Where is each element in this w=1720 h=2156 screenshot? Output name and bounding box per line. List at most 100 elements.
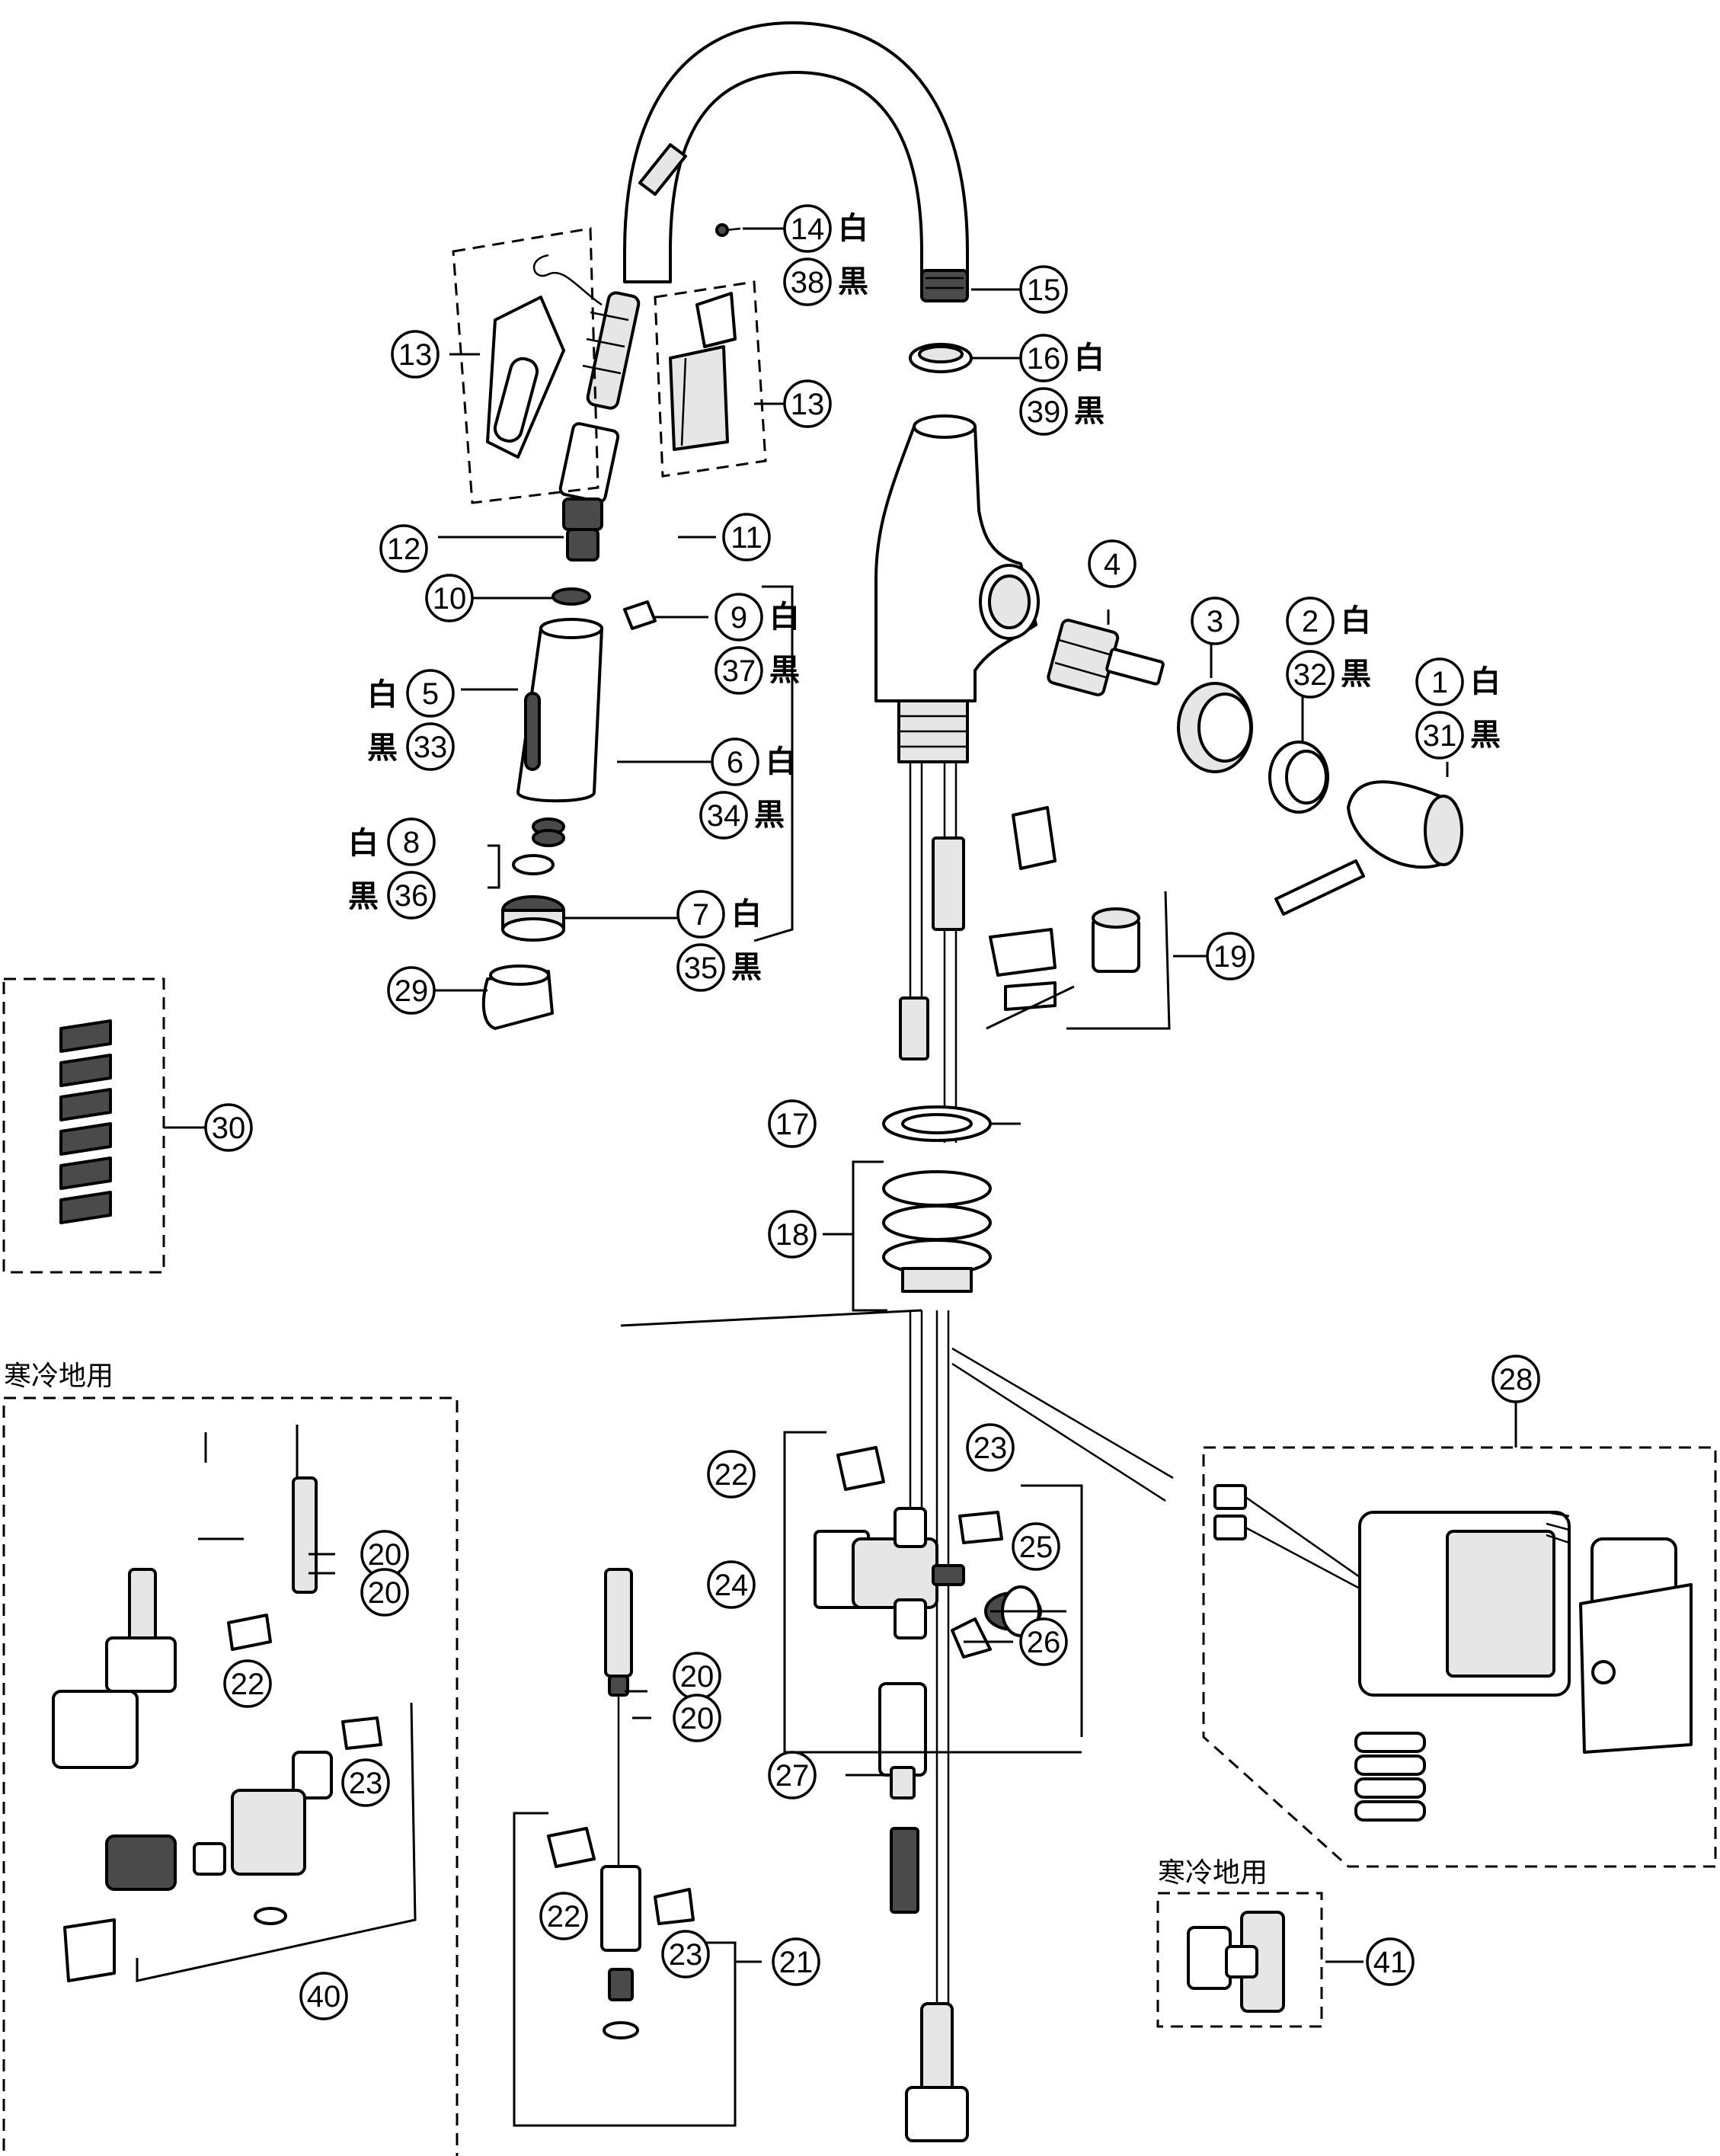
callout-21: 21 — [772, 1937, 820, 1986]
callout-29: 29 — [387, 966, 436, 1015]
svg-text:22: 22 — [547, 1900, 581, 1934]
callout-10: 10 — [425, 574, 474, 622]
svg-text:1: 1 — [1431, 666, 1448, 699]
svg-text:41: 41 — [1373, 1946, 1408, 1979]
callout-31: 31 黒 — [1415, 711, 1501, 760]
inlet-hose-20 — [604, 1568, 633, 1867]
fitting-21 — [600, 1865, 641, 2039]
callout-7: 7 白 — [676, 890, 762, 939]
callout-16: 16 白 — [1019, 334, 1105, 382]
svg-text:25: 25 — [1019, 1531, 1053, 1564]
o-rings-8 — [512, 817, 565, 875]
bottom-hose — [905, 2002, 969, 2142]
svg-text:9: 9 — [731, 601, 747, 635]
svg-text:11: 11 — [731, 521, 762, 555]
svg-text:20: 20 — [680, 1660, 715, 1694]
callout-9: 9 白 — [715, 593, 800, 641]
callout-13-right: 13 — [783, 379, 832, 428]
ring-16 — [909, 343, 973, 373]
tool-29 — [481, 964, 554, 1030]
svg-text:白: 白 — [348, 827, 379, 860]
callout-3: 3 — [1191, 597, 1239, 645]
svg-text:16: 16 — [1027, 342, 1061, 376]
supply-hoses — [899, 762, 965, 1143]
svg-text:36: 36 — [395, 879, 429, 913]
coupling-27 — [878, 1682, 927, 1914]
svg-text:32: 32 — [1293, 658, 1328, 692]
clip-9 — [623, 600, 657, 630]
svg-text:23: 23 — [973, 1431, 1008, 1465]
cap-2 — [1268, 741, 1329, 814]
callout-26: 26 — [1019, 1617, 1068, 1666]
cold-valve-40 — [52, 1476, 382, 1982]
cold-region-label-left: 寒冷地用 — [4, 1361, 113, 1392]
clip-23-center — [958, 1511, 1003, 1544]
svg-text:21: 21 — [779, 1946, 814, 1979]
callout-20-d: 20 — [673, 1694, 721, 1742]
callout-20-a: 20 — [360, 1530, 409, 1579]
svg-text:26: 26 — [1027, 1626, 1061, 1659]
svg-text:23: 23 — [349, 1767, 383, 1800]
svg-text:14: 14 — [791, 213, 825, 246]
svg-text:31: 31 — [1423, 719, 1457, 753]
svg-text:黒: 黒 — [1470, 718, 1501, 752]
callout-19: 19 — [1206, 932, 1255, 980]
battery-box-28 — [1213, 1484, 1693, 1754]
callout-37: 37 黒 — [715, 646, 800, 695]
mounting-washers — [882, 1105, 992, 1293]
callout-40: 40 — [299, 1972, 348, 2020]
svg-text:白: 白 — [838, 212, 868, 245]
svg-text:6: 6 — [727, 746, 743, 779]
clips-19 — [989, 806, 1140, 1011]
svg-text:35: 35 — [684, 952, 718, 985]
nut-3 — [1177, 682, 1253, 773]
svg-text:28: 28 — [1499, 1363, 1533, 1396]
callout-2: 2 白 — [1286, 597, 1371, 645]
callout-38: 38 黒 — [783, 258, 868, 306]
callout-39: 39 黒 — [1019, 387, 1105, 436]
clip-26 — [951, 1617, 992, 1659]
callout-20-b: 20 — [360, 1568, 409, 1617]
cover-13-left — [486, 296, 565, 459]
svg-text:23: 23 — [669, 1938, 703, 1972]
svg-text:白: 白 — [769, 600, 800, 634]
callout-6: 6 白 — [711, 737, 796, 786]
callout-5: 白 5 — [367, 669, 455, 718]
svg-text:15: 15 — [1027, 273, 1061, 307]
clip-22-left — [547, 1827, 596, 1868]
callout-23-center: 23 — [966, 1423, 1015, 1472]
callout-23-left: 23 — [341, 1758, 390, 1807]
svg-text:4: 4 — [1104, 548, 1121, 581]
callout-14: 14 白 — [783, 204, 868, 253]
svg-text:黒: 黒 — [754, 798, 785, 832]
callout-30: 30 — [204, 1103, 253, 1152]
cover-13-right — [669, 292, 737, 451]
batteries — [1354, 1732, 1426, 1822]
callout-18: 18 — [768, 1210, 817, 1259]
svg-text:30: 30 — [212, 1112, 246, 1145]
svg-text:黒: 黒 — [769, 654, 800, 687]
svg-text:黒: 黒 — [1074, 395, 1105, 428]
svg-text:白: 白 — [731, 897, 762, 931]
callout-12: 12 — [379, 524, 428, 573]
lever-handle-1 — [1274, 780, 1463, 916]
callout-34: 34 黒 — [699, 791, 785, 840]
svg-text:白: 白 — [1470, 665, 1501, 699]
callout-20-c: 20 — [673, 1652, 721, 1700]
svg-text:39: 39 — [1027, 395, 1061, 429]
svg-text:5: 5 — [422, 677, 439, 711]
callout-35: 35 黒 — [676, 943, 762, 992]
cold-valve-41 — [1187, 1911, 1285, 2013]
valve-24 — [814, 1507, 965, 1639]
svg-text:22: 22 — [715, 1458, 749, 1492]
callout-28: 28 — [1491, 1355, 1540, 1403]
leader-lines — [164, 227, 1517, 1963]
svg-text:22: 22 — [231, 1668, 265, 1701]
svg-text:13: 13 — [791, 388, 825, 421]
callout-33: 黒 33 — [367, 722, 455, 771]
callout-41: 41 — [1366, 1937, 1415, 1986]
svg-text:白: 白 — [766, 745, 796, 779]
svg-text:18: 18 — [775, 1218, 810, 1252]
svg-text:2: 2 — [1302, 605, 1319, 638]
